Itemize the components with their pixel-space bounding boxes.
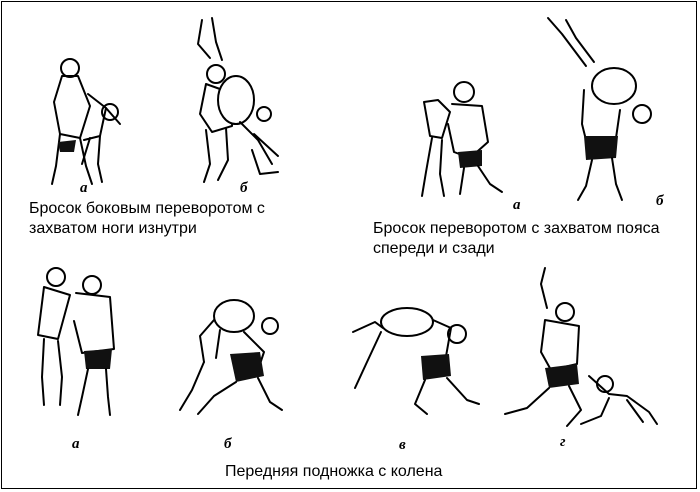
caption-group-1: Бросок боковым переворотом с захватом но… (29, 199, 265, 239)
figure-2b (542, 14, 667, 204)
figure-3c (347, 292, 487, 422)
figure-3c-letter: в (399, 437, 406, 453)
figure-3a-letter: а (72, 436, 80, 452)
caption-1-line-1: Бросок боковым переворотом с (29, 200, 265, 217)
figure-3b-letter: б (224, 436, 232, 452)
caption-group-2: Бросок переворотом с захватом пояса спер… (373, 219, 660, 259)
figure-3d (497, 264, 667, 439)
figure-1a (40, 54, 130, 189)
caption-2-line-1: Бросок переворотом с захватом пояса (373, 220, 660, 237)
caption-3-line-1: Передняя подножка с колена (225, 463, 443, 480)
figure-1a-letter: а (80, 180, 88, 196)
figure-3a (30, 265, 130, 425)
figure-2b-letter: б (656, 193, 664, 209)
figure-2a (412, 72, 512, 202)
figure-3b (174, 292, 294, 422)
caption-2-line-2: спереди и сзади (373, 240, 495, 257)
figure-3d-letter: г (560, 434, 566, 450)
caption-group-3: Передняя подножка с колена (225, 462, 442, 482)
figure-1b-letter: б (240, 180, 248, 196)
caption-1-line-2: захватом ноги изнутри (29, 220, 197, 237)
figure-2a-letter: а (513, 197, 521, 213)
figure-1b (182, 14, 292, 189)
